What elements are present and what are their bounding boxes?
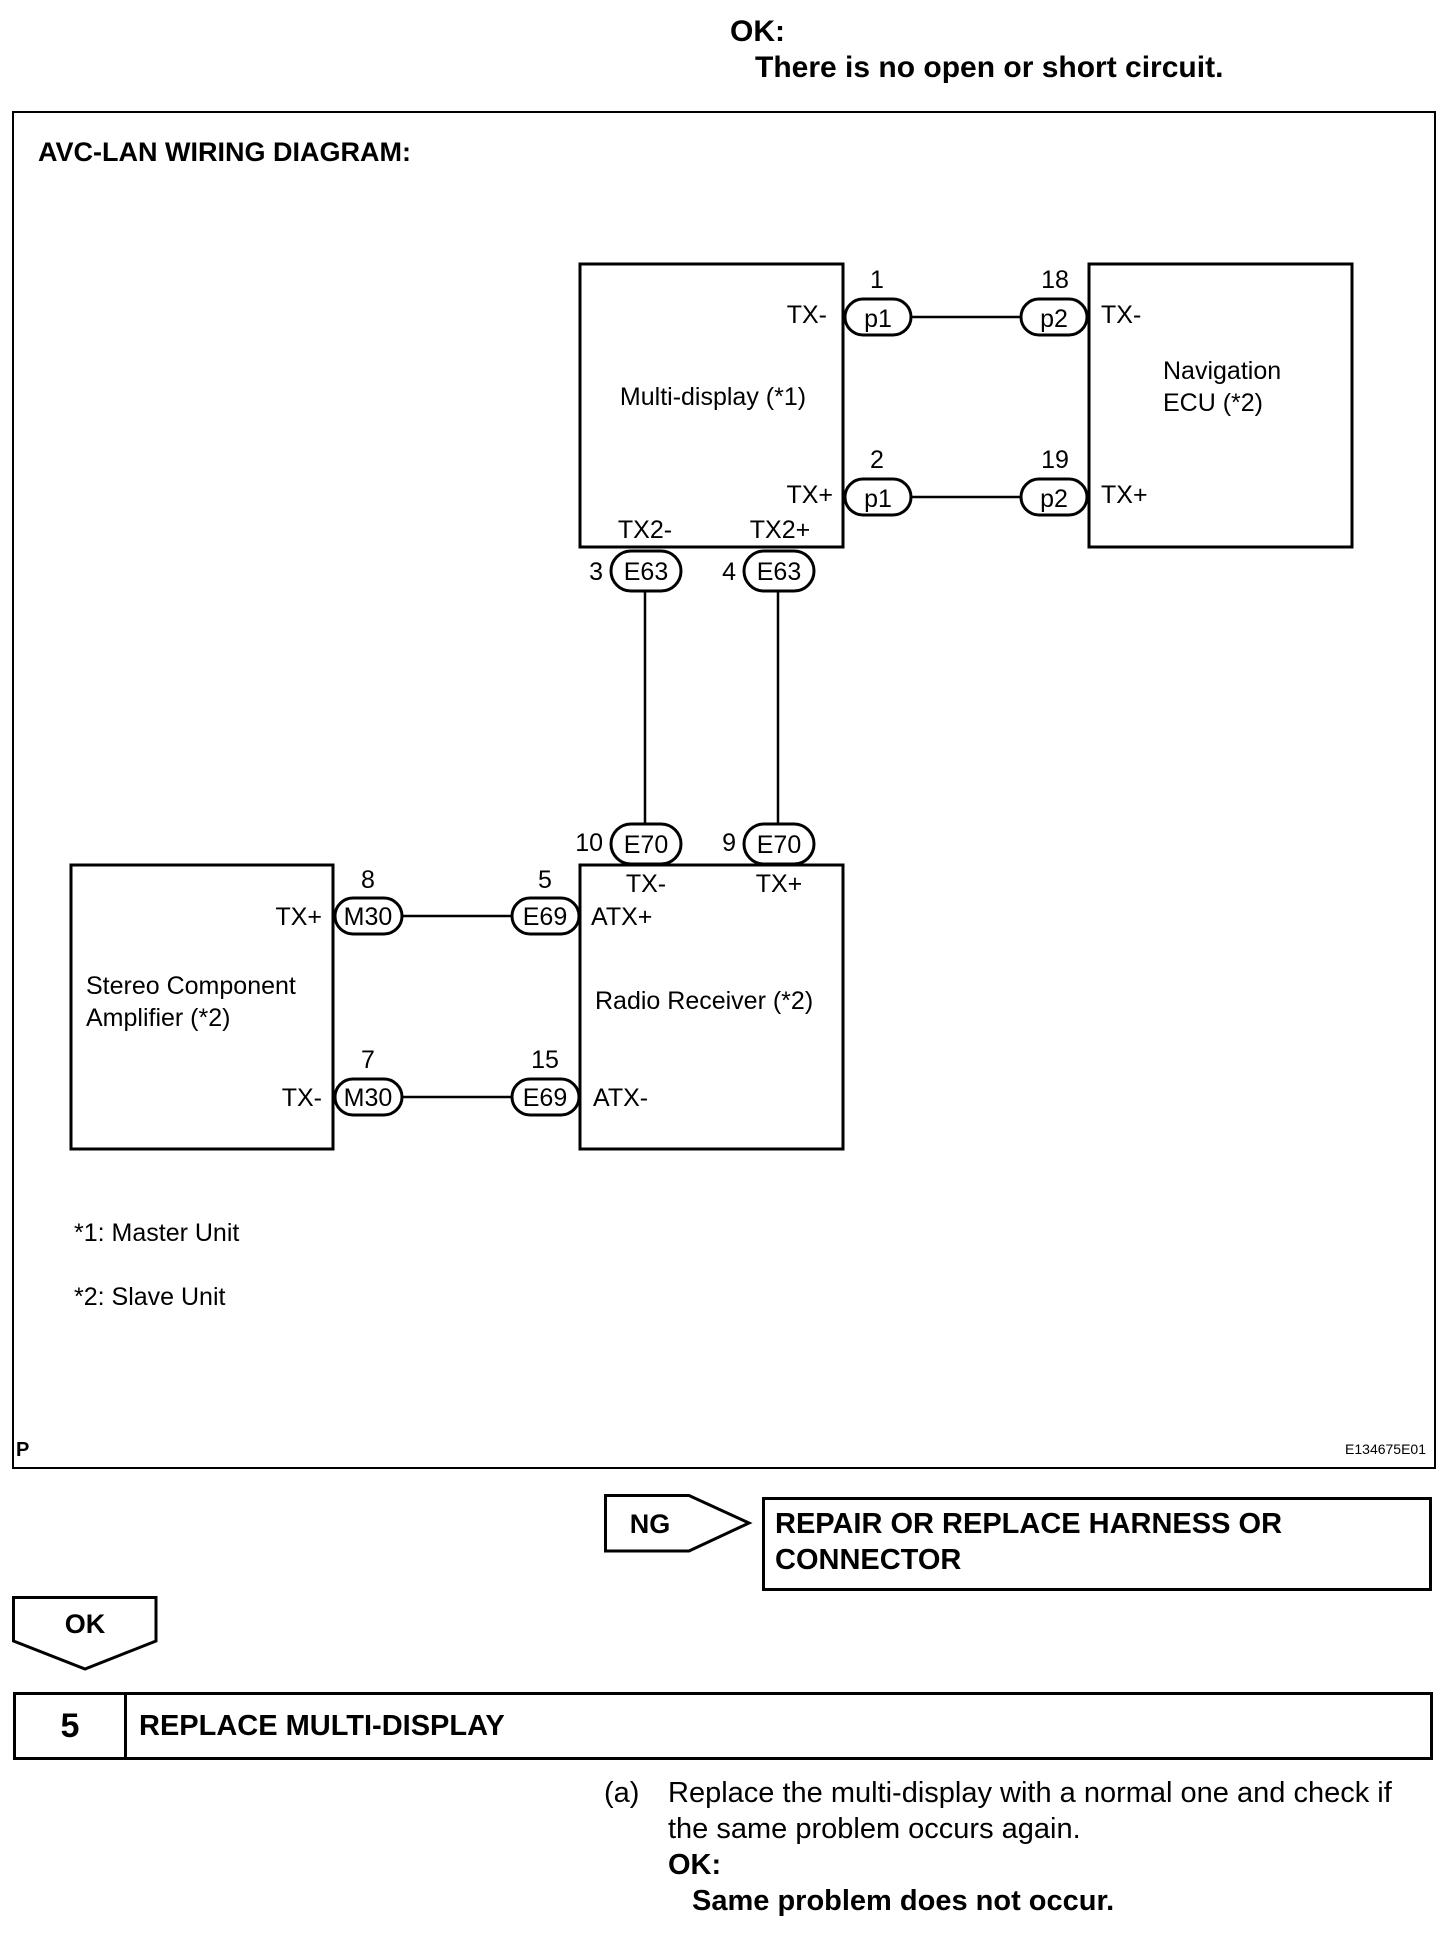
pin-number: 5: [538, 866, 552, 894]
connector-label: E63: [624, 558, 668, 586]
terminal-label: TX-: [282, 1084, 322, 1112]
terminal-label: TX+: [1101, 481, 1148, 509]
component-label: Navigation: [1163, 357, 1281, 385]
diagram-frame: AVC-LAN WIRING DIAGRAM: P E134675E01: [12, 111, 1436, 1469]
terminal-label: TX+: [786, 481, 833, 509]
pin-number: 7: [361, 1046, 375, 1074]
ok-label: OK: [65, 1609, 106, 1639]
step-header: 5 REPLACE MULTI-DISPLAY: [13, 1692, 1433, 1760]
connector-label: p1: [864, 305, 892, 333]
ok-arrow: OK: [12, 1596, 158, 1671]
radio-receiver-box: [578, 863, 845, 1151]
top-ok-text: There is no open or short circuit.: [755, 51, 1224, 84]
note: *2: Slave Unit: [74, 1283, 226, 1311]
component-label: Amplifier (*2): [86, 1004, 230, 1032]
top-ok-label: OK:: [730, 15, 785, 48]
connector-p1-tx-plus: [843, 477, 913, 517]
pin-number: 19: [1041, 446, 1069, 474]
terminal-label: TX-: [787, 301, 827, 329]
instruction-line2: the same problem occurs again.: [668, 1813, 1081, 1845]
component-label: ECU (*2): [1163, 389, 1263, 417]
connector-label: M30: [344, 903, 393, 931]
amplifier-box: [69, 863, 335, 1151]
pin-number: 10: [575, 829, 603, 857]
connector-p1-tx-minus: [843, 297, 913, 337]
instruction-ok-label: OK:: [668, 1849, 722, 1881]
connector-label: E70: [757, 831, 801, 859]
connector-e70-tx-minus: [609, 822, 683, 866]
terminal-label: ATX-: [593, 1084, 648, 1112]
connector-label: p1: [864, 485, 892, 513]
connector-e63-tx2-plus: [742, 549, 816, 593]
instruction-marker: (a): [604, 1777, 640, 1809]
connector-label: E70: [624, 831, 668, 859]
terminal-label: TX2-: [618, 516, 672, 544]
ng-action-line2: CONNECTOR: [775, 1544, 962, 1576]
connector-e63-tx2-minus: [609, 549, 683, 593]
connector-label: p2: [1040, 305, 1068, 333]
connector-label: M30: [344, 1084, 393, 1112]
terminal-label: ATX+: [591, 903, 652, 931]
pin-number: 4: [722, 558, 736, 586]
corner-label: P: [16, 1439, 30, 1461]
ng-arrow: NG: [604, 1494, 753, 1553]
pin-number: 8: [361, 866, 375, 894]
terminal-label: TX+: [756, 870, 803, 898]
note: *1: Master Unit: [74, 1219, 239, 1247]
step-title: REPLACE MULTI-DISPLAY: [139, 1709, 505, 1742]
figure-code: E134675E01: [1345, 1441, 1426, 1457]
ng-action-box: REPAIR OR REPLACE HARNESS OR CONNECTOR: [762, 1497, 1432, 1591]
terminal-label: TX2+: [750, 516, 810, 544]
instruction-line1: Replace the multi-display with a normal …: [668, 1777, 1392, 1809]
component-label: Stereo Component: [86, 972, 296, 1000]
pin-number: 9: [722, 829, 736, 857]
step-number: 5: [16, 1695, 127, 1757]
pin-number: 1: [870, 266, 884, 294]
connector-label: E63: [757, 558, 801, 586]
connector-label: E69: [523, 903, 567, 931]
diagram-title: AVC-LAN WIRING DIAGRAM:: [38, 137, 411, 167]
multi-display-box: [578, 262, 845, 549]
component-label: Multi-display (*1): [620, 383, 806, 411]
pin-number: 2: [870, 446, 884, 474]
navigation-ecu-box: [1087, 262, 1354, 549]
connector-m30-tx-plus: [333, 896, 404, 936]
pin-number: 3: [589, 558, 603, 586]
connector-m30-tx-minus: [333, 1077, 404, 1117]
instruction-ok-text: Same problem does not occur.: [692, 1885, 1115, 1917]
terminal-label: TX-: [626, 870, 666, 898]
connector-p2-tx-minus: [1019, 297, 1089, 337]
ng-action-line1: REPAIR OR REPLACE HARNESS OR: [775, 1508, 1283, 1540]
component-label: Radio Receiver (*2): [595, 987, 813, 1015]
terminal-label: TX+: [275, 903, 322, 931]
connector-e69-atx-plus: [510, 896, 581, 936]
connector-label: p2: [1040, 485, 1068, 513]
connector-e70-tx-plus: [742, 822, 816, 866]
connector-e69-atx-minus: [510, 1077, 581, 1117]
pin-number: 18: [1041, 266, 1069, 294]
connector-p2-tx-plus: [1019, 477, 1089, 517]
terminal-label: TX-: [1101, 301, 1141, 329]
pin-number: 15: [531, 1046, 559, 1074]
ng-label: NG: [630, 1509, 671, 1539]
connector-label: E69: [523, 1084, 567, 1112]
